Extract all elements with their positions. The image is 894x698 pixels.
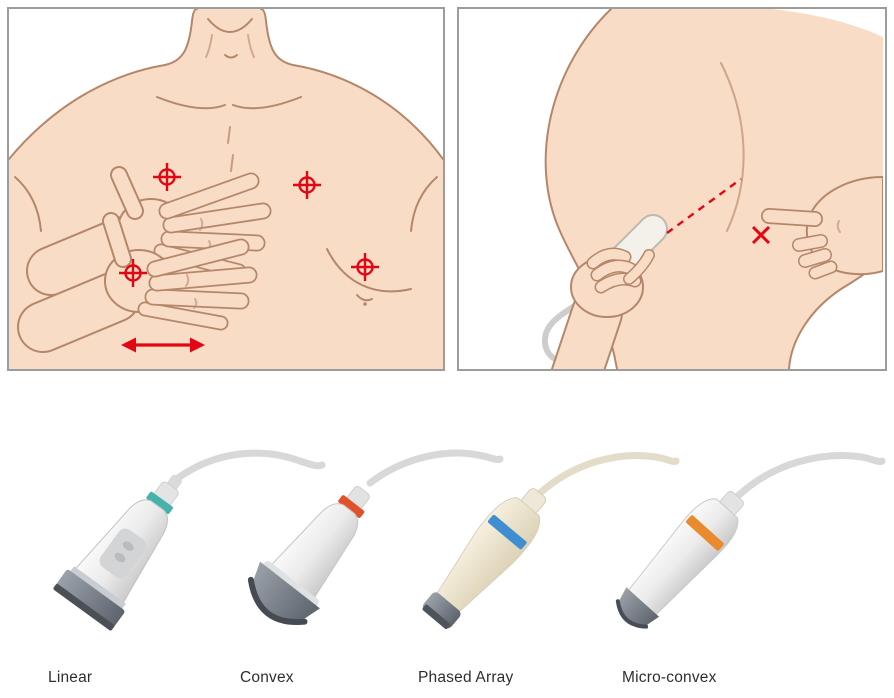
band-linear xyxy=(146,491,173,514)
scan-guides xyxy=(666,178,771,245)
cable-linear xyxy=(174,449,326,482)
probe-holding-hand xyxy=(570,247,655,318)
motion-arrow-icon xyxy=(121,337,205,353)
probe-label-phased-array: Phased Array xyxy=(418,669,514,686)
examiner-forearm xyxy=(550,287,623,369)
crosshair-target-icon xyxy=(153,163,181,191)
band-micro-convex xyxy=(686,515,724,551)
cable-phased-array xyxy=(536,452,680,497)
probes-illustration xyxy=(53,449,886,631)
x-marker-icon xyxy=(751,225,771,245)
probe-phased-array xyxy=(422,488,547,629)
probe-label-linear: Linear xyxy=(48,669,93,686)
probe-micro-convex xyxy=(615,490,744,629)
dashed-scan-line xyxy=(666,178,742,234)
probe-convex xyxy=(247,486,370,626)
crosshair-target-icon xyxy=(119,259,147,287)
cable-convex xyxy=(366,449,504,487)
panel-chest-technique xyxy=(7,7,445,371)
probe-label-convex: Convex xyxy=(240,669,294,686)
probe-linear xyxy=(53,474,183,631)
lower-hand xyxy=(17,212,258,353)
crosshair-target-icon xyxy=(293,171,321,199)
chest-illustration xyxy=(9,9,443,369)
crosshair-target-icon xyxy=(351,253,379,281)
panel-arm-technique xyxy=(457,7,887,371)
cable-micro-convex xyxy=(735,452,886,499)
target-markers xyxy=(119,163,379,287)
pointing-hand xyxy=(761,175,884,280)
band-convex xyxy=(338,495,365,518)
probe-label-micro-convex: Micro-convex xyxy=(622,669,717,686)
transducer-row xyxy=(0,445,894,660)
arm-illustration xyxy=(541,9,884,369)
band-phased-array xyxy=(488,514,527,550)
